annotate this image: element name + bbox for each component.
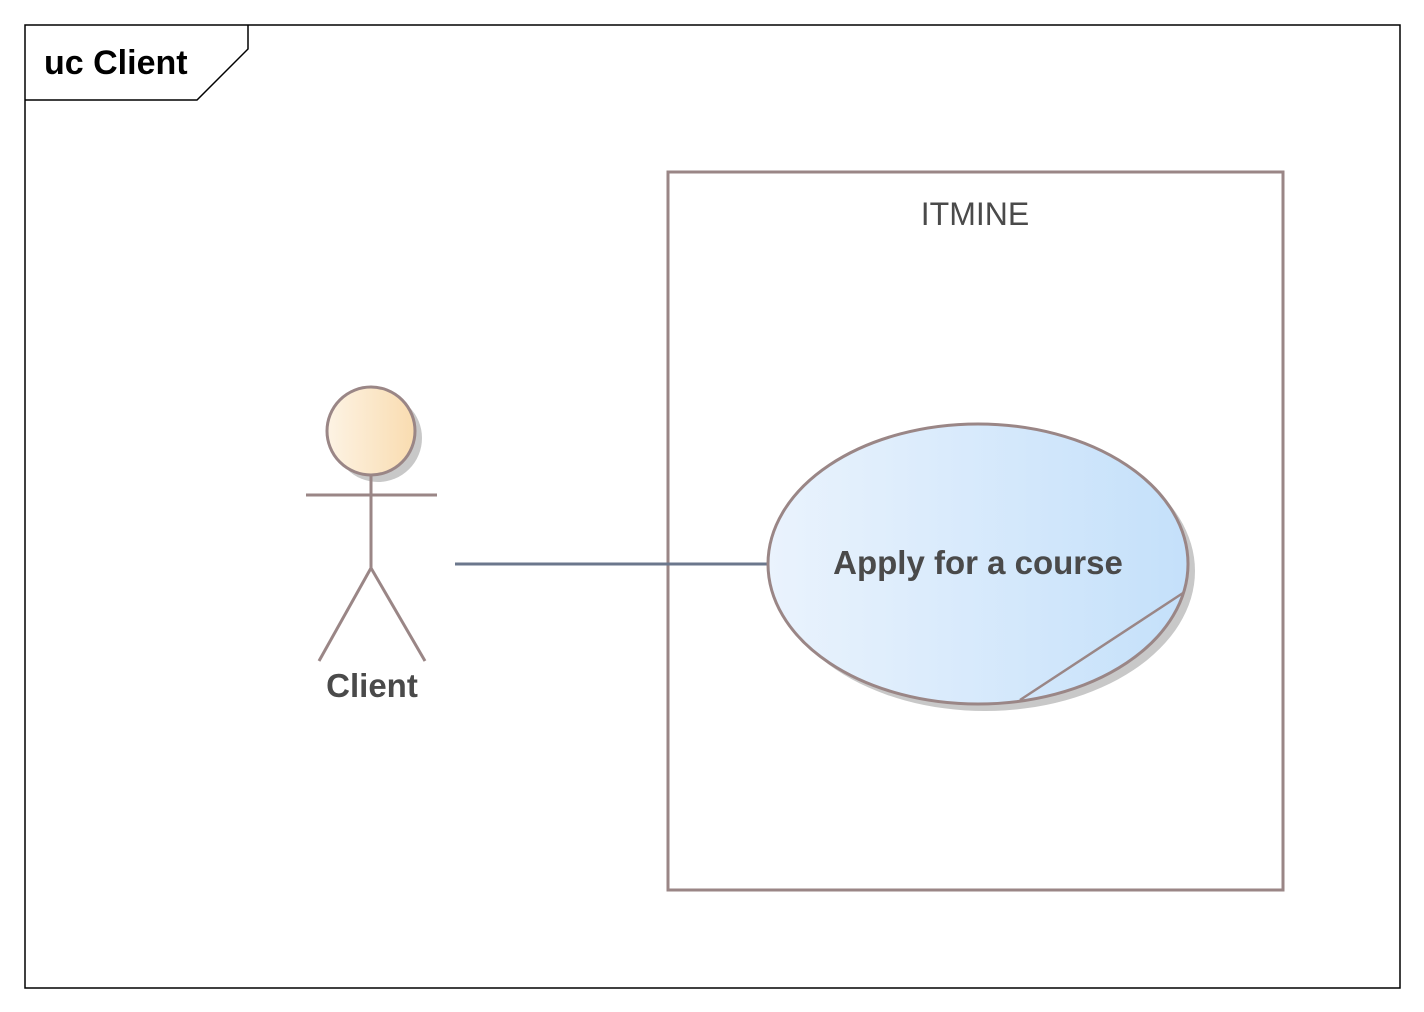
frame-title: uc Client (44, 44, 188, 82)
actor-head (325, 385, 417, 477)
actor-left-leg (317, 567, 373, 662)
frame-title-tab (25, 25, 249, 101)
system-name: ITMINE (921, 196, 1029, 232)
use-case-page-fold (1019, 591, 1184, 702)
use-case-name: Apply for a course (833, 544, 1123, 581)
actor-name: Client (326, 667, 418, 704)
frame-border (24, 24, 1401, 989)
diagram-frame: uc Client (24, 24, 1401, 989)
actor-client[interactable]: Client (306, 385, 437, 704)
use-case-ellipse (766, 422, 1190, 706)
use-case-apply-for-a-course[interactable]: Apply for a course (766, 422, 1195, 711)
actor-right-leg (369, 567, 427, 662)
